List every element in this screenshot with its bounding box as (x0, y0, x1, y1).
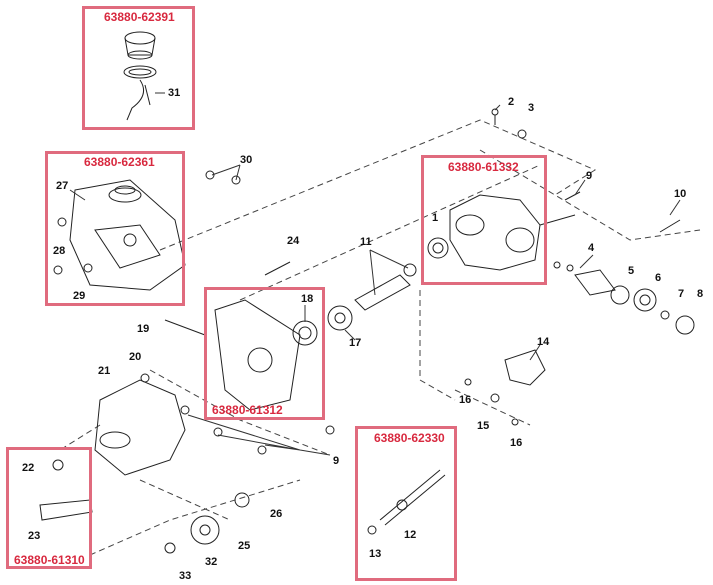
oil-pump-drawing (464, 349, 546, 426)
callout-18: 18 (301, 293, 314, 305)
callout-15: 15 (477, 420, 490, 432)
guard-drawing (94, 373, 335, 476)
callout-17: 17 (349, 337, 362, 349)
kit-box-5 (355, 426, 457, 581)
callout-20: 20 (129, 351, 142, 363)
callout-28: 28 (53, 245, 66, 257)
kit-box-3 (421, 155, 547, 285)
callout-5: 5 (628, 265, 635, 277)
filler-cap-drawing (123, 31, 157, 121)
kit-number-6: 63880-61310 (14, 553, 85, 567)
leader-lines (69, 92, 681, 456)
gear-shaft-drawing (553, 261, 695, 335)
kit-number-2: 63880-62361 (84, 155, 155, 169)
callout-29: 29 (73, 290, 86, 302)
kit-number-5: 63880-62330 (374, 431, 445, 445)
kit-box-4 (204, 287, 325, 420)
callout-33: 33 (179, 570, 192, 582)
callout-24: 24 (287, 235, 300, 247)
kit-box-1 (82, 6, 195, 130)
callout-19: 19 (137, 323, 150, 335)
callout-1: 1 (432, 212, 439, 224)
crankcase-drawing (427, 108, 681, 271)
callout-21: 21 (98, 365, 111, 377)
callout-4: 4 (588, 242, 595, 254)
callout-11: 11 (360, 236, 372, 248)
kit-box-2 (45, 151, 185, 306)
callout-7: 7 (678, 288, 685, 300)
callout-9-bottom: 9 (333, 455, 340, 467)
callout-25: 25 (238, 540, 251, 552)
callout-13: 13 (369, 548, 382, 560)
callout-31: 31 (168, 87, 181, 99)
callout-26: 26 (270, 508, 283, 520)
callout-3: 3 (528, 102, 535, 114)
cover-plate-drawing (164, 299, 301, 411)
sprocket-drawing (164, 492, 250, 554)
pump-rod-drawing (367, 469, 446, 535)
callout-32: 32 (205, 556, 218, 568)
callout-12: 12 (404, 529, 417, 541)
callout-22: 22 (22, 462, 35, 474)
callout-2: 2 (508, 96, 515, 108)
gasket-drawing (39, 459, 93, 521)
callout-10: 10 (674, 188, 687, 200)
kit-box-6 (6, 447, 92, 569)
callout-14: 14 (537, 336, 550, 348)
oil-tank-drawing (53, 170, 241, 291)
kit-number-3: 63880-61332 (448, 160, 519, 174)
callout-9-top: 9 (586, 170, 593, 182)
callout-16-right: 16 (510, 437, 523, 449)
assembly-guide-lines (59, 119, 701, 556)
callout-23: 23 (28, 530, 41, 542)
callout-6: 6 (655, 272, 662, 284)
kit-number-4: 63880-61312 (212, 403, 283, 417)
callout-27: 27 (56, 180, 69, 192)
callout-16-left: 16 (459, 394, 472, 406)
callout-30: 30 (240, 154, 253, 166)
drive-shaft-drawing (264, 261, 417, 346)
callout-8: 8 (697, 288, 704, 300)
kit-number-1: 63880-62391 (104, 10, 175, 24)
